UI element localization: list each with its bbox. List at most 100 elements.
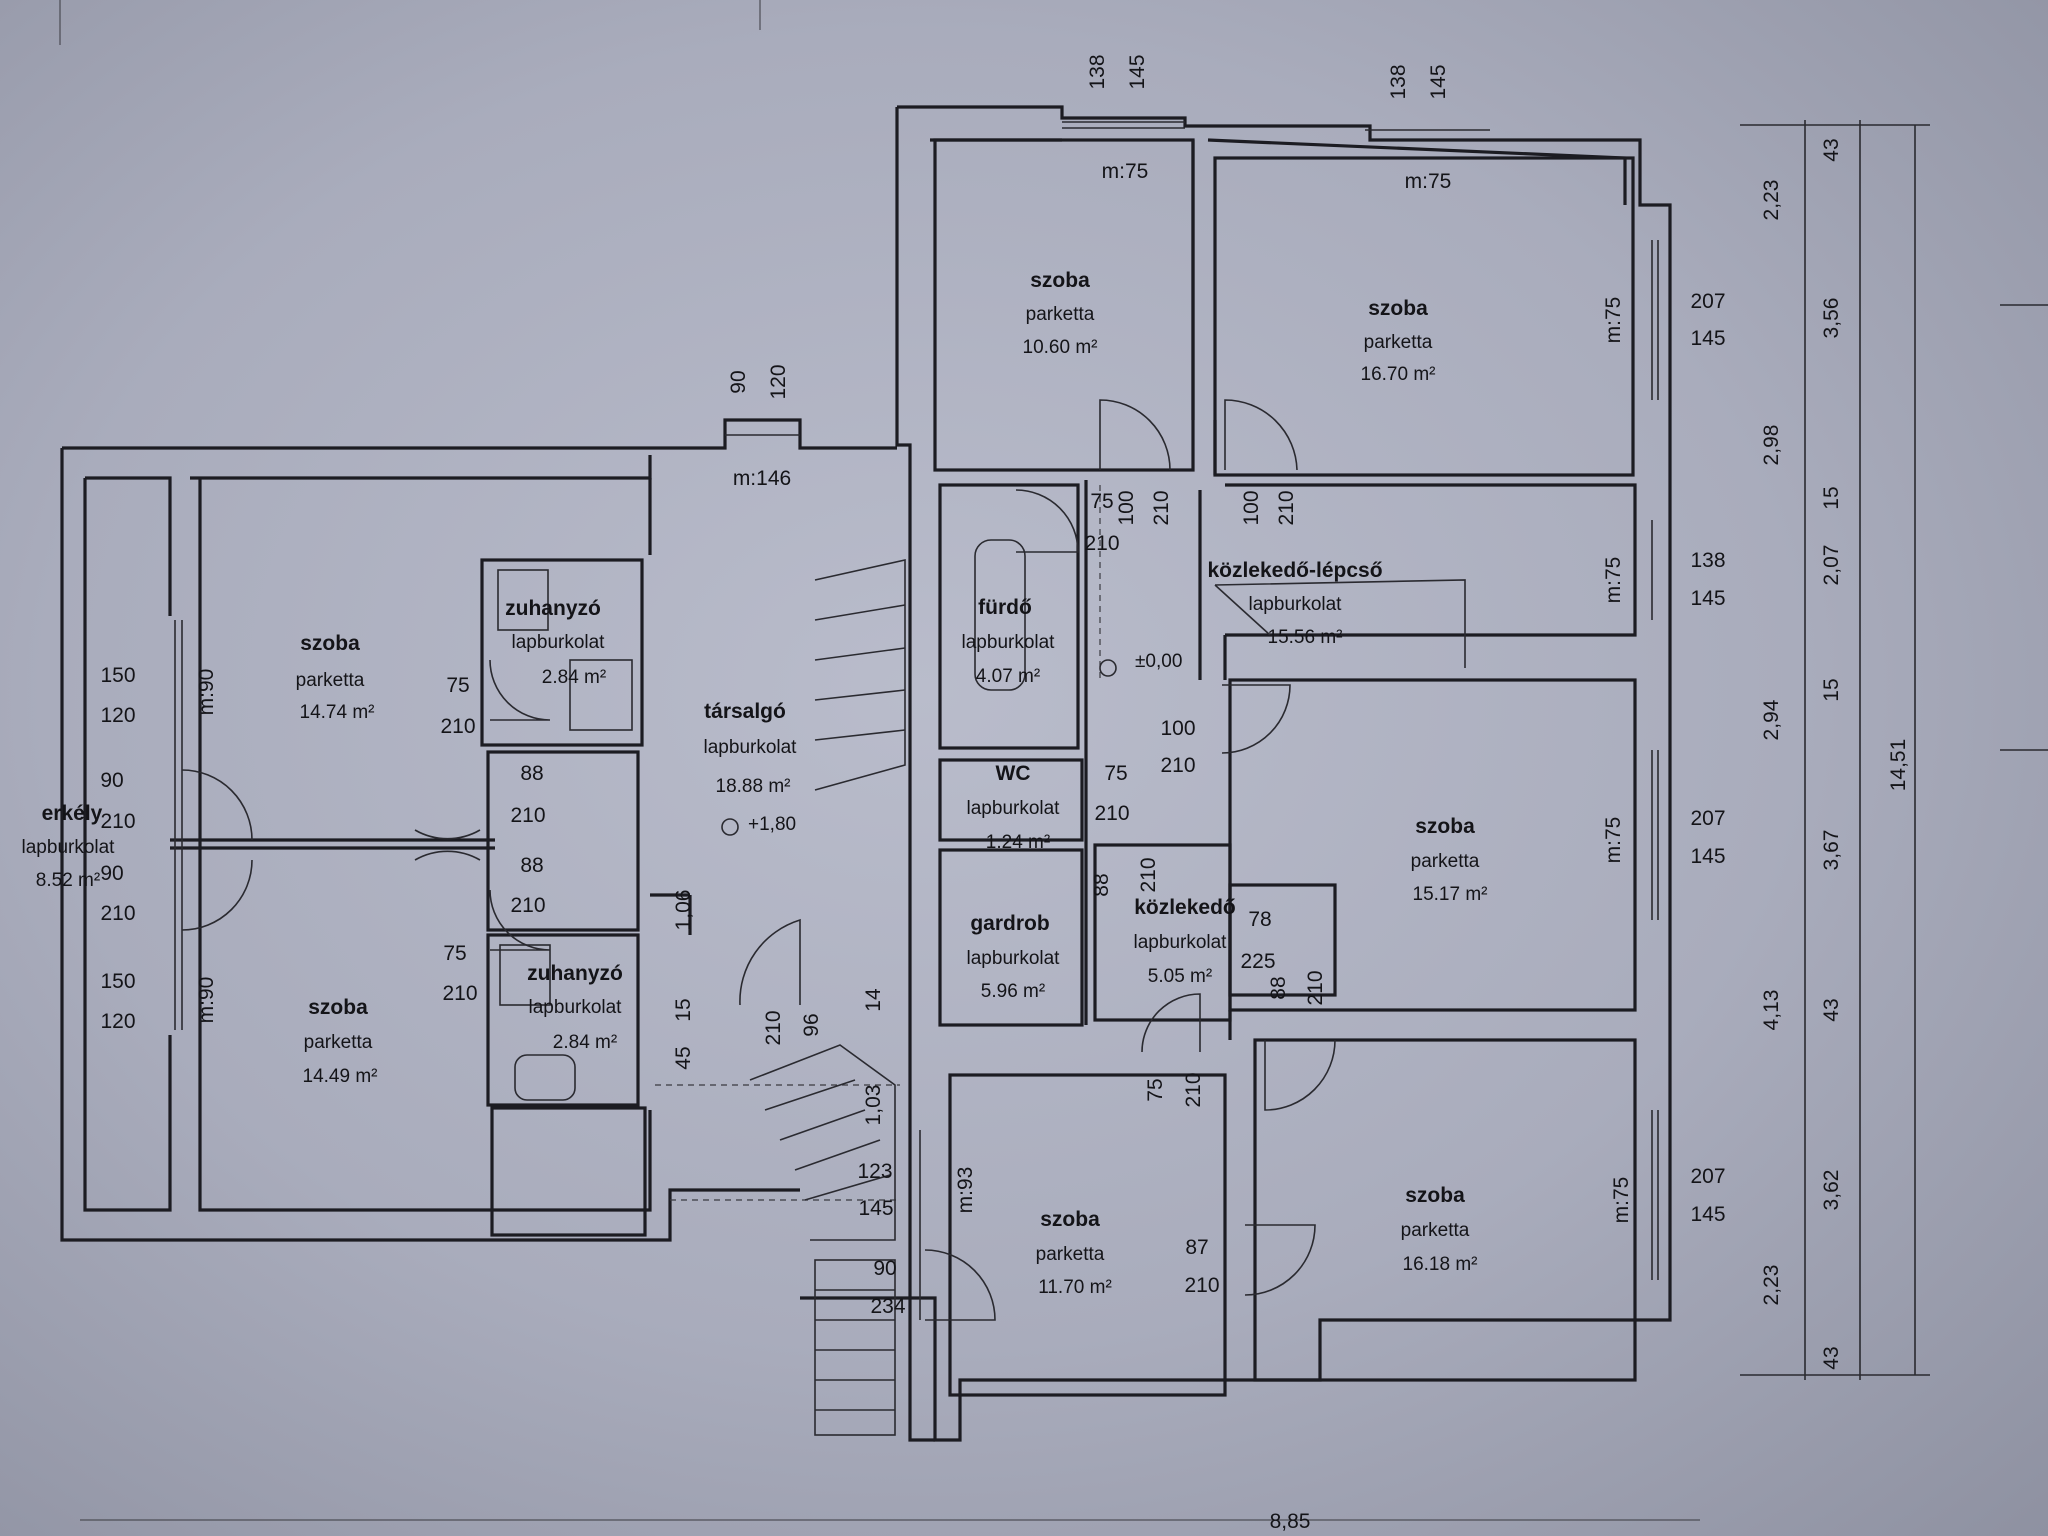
fixtures bbox=[497, 539, 1117, 1101]
room-floor: lapburkolat bbox=[704, 737, 798, 758]
dim-text: m:75 bbox=[1610, 1177, 1633, 1224]
dim-text: 138 bbox=[1086, 54, 1109, 89]
dim-text: m:75 bbox=[1405, 170, 1452, 193]
dim-text: 150 bbox=[100, 970, 135, 993]
dim-text: 2,94 bbox=[1760, 699, 1783, 740]
dim-text: 2,98 bbox=[1760, 425, 1783, 466]
dim-text: 75 bbox=[1144, 1078, 1167, 1101]
room-area: 10.60 m² bbox=[1023, 337, 1098, 358]
dim-text: 88 bbox=[1090, 873, 1113, 896]
room-name: társalgó bbox=[704, 700, 786, 723]
room-floor: parketta bbox=[1364, 332, 1433, 353]
room-area: 5.05 m² bbox=[1148, 966, 1212, 987]
dim-text: 87 bbox=[1185, 1236, 1208, 1259]
dim-text: 3,62 bbox=[1820, 1170, 1843, 1211]
dim-text: m:75 bbox=[1602, 817, 1625, 864]
stairs bbox=[749, 559, 1466, 1436]
dim-text: 45 bbox=[672, 1046, 695, 1069]
dim-text: 138 bbox=[1387, 64, 1410, 99]
dim-text: 120 bbox=[100, 704, 135, 727]
room-floor: parketta bbox=[304, 1032, 373, 1053]
dim-text: m:146 bbox=[733, 467, 791, 490]
dim-text: m:75 bbox=[1602, 297, 1625, 344]
dim-text: 1,06 bbox=[672, 890, 695, 931]
room-name: szoba bbox=[300, 632, 360, 655]
dim-text: 2,23 bbox=[1760, 180, 1783, 221]
room-labels: szoba parketta 10.60 m² szoba parketta 1… bbox=[22, 269, 1488, 1298]
room-name: zuhanyzó bbox=[505, 597, 601, 620]
dim-text: 210 bbox=[442, 982, 477, 1005]
dim-text: 15 bbox=[1820, 486, 1843, 509]
dim-text: 75 bbox=[446, 674, 469, 697]
room-floor: lapburkolat bbox=[967, 798, 1061, 819]
dim-text: 78 bbox=[1248, 908, 1271, 931]
dim-text: 145 bbox=[1690, 327, 1725, 350]
opening-dimensions: 138 145 138 145 m:75 m:75 90 120 m:146 2… bbox=[100, 54, 1725, 1318]
dimension-chain-right bbox=[1740, 120, 1930, 1380]
overall-dimensions: 2,23 3,56 2,98 2,07 2,94 3,67 4,13 3,62 … bbox=[1270, 138, 1910, 1533]
room-name: szoba bbox=[1415, 815, 1475, 838]
dim-text: 88 bbox=[1267, 976, 1290, 999]
room-area: 11.70 m² bbox=[1038, 1277, 1112, 1298]
dim-text: 210 bbox=[100, 902, 135, 925]
dim-text: 2,23 bbox=[1760, 1265, 1783, 1306]
room-name: zuhanyzó bbox=[527, 962, 623, 985]
dim-text: 210 bbox=[510, 894, 545, 917]
dim-text: 225 bbox=[1240, 950, 1275, 973]
room-name: szoba bbox=[1368, 297, 1428, 320]
dim-text: 145 bbox=[858, 1197, 893, 1220]
dim-text: 207 bbox=[1690, 807, 1725, 830]
dim-text: m:90 bbox=[195, 669, 218, 716]
dim-text: 15 bbox=[672, 998, 695, 1021]
dim-text: 210 bbox=[1275, 490, 1298, 525]
dim-text: 207 bbox=[1690, 1165, 1725, 1188]
dim-text: m:75 bbox=[1102, 160, 1149, 183]
dim-text: 90 bbox=[100, 862, 123, 885]
room-area: 2.84 m² bbox=[553, 1032, 617, 1053]
room-floor: lapburkolat bbox=[512, 632, 606, 653]
room-area: 18.88 m² bbox=[716, 776, 791, 797]
room-floor: lapburkolat bbox=[529, 997, 623, 1018]
dim-text: 145 bbox=[1690, 1203, 1725, 1226]
dim-text: 88 bbox=[520, 854, 543, 877]
dim-text: 100 bbox=[1240, 490, 1263, 525]
dim-text: 145 bbox=[1690, 587, 1725, 610]
room-floor: lapburkolat bbox=[962, 632, 1056, 653]
dim-text: 210 bbox=[1160, 754, 1195, 777]
room-floor: parketta bbox=[1026, 304, 1095, 325]
interior-walls bbox=[170, 138, 1637, 1397]
dim-text: 3,56 bbox=[1820, 298, 1843, 339]
dim-text: 210 bbox=[1150, 490, 1173, 525]
dim-text: 3,67 bbox=[1820, 830, 1843, 871]
room-name: közlekedő bbox=[1134, 896, 1236, 919]
room-area: 15.56 m² bbox=[1268, 627, 1343, 648]
room-name: szoba bbox=[1030, 269, 1090, 292]
room-name: fürdő bbox=[978, 596, 1032, 619]
dim-text: m:75 bbox=[1602, 557, 1625, 604]
dim-text: 234 bbox=[870, 1295, 905, 1318]
dim-text: 100 bbox=[1160, 717, 1195, 740]
level-marks: ±0,00 +1,80 bbox=[748, 651, 1182, 835]
dim-text: 123 bbox=[857, 1160, 892, 1183]
room-floor: lapburkolat bbox=[1249, 594, 1343, 615]
dim-text: 210 bbox=[762, 1010, 785, 1045]
door-swings bbox=[181, 399, 1336, 1321]
dim-text: 145 bbox=[1126, 54, 1149, 89]
dim-text: 96 bbox=[800, 1013, 823, 1036]
dim-text: 210 bbox=[1094, 802, 1129, 825]
room-name: WC bbox=[996, 762, 1031, 785]
room-area: 5.96 m² bbox=[981, 981, 1045, 1002]
dim-text: 90 bbox=[100, 769, 123, 792]
dim-text: 43 bbox=[1820, 998, 1843, 1021]
dim-text: 210 bbox=[100, 810, 135, 833]
dim-text: 43 bbox=[1820, 1346, 1843, 1369]
room-area: 16.18 m² bbox=[1403, 1254, 1478, 1275]
room-floor: parketta bbox=[1401, 1220, 1470, 1241]
dim-text: 8,85 bbox=[1270, 1510, 1311, 1533]
dim-text: 14,51 bbox=[1887, 739, 1910, 792]
room-area: 16.70 m² bbox=[1361, 364, 1436, 385]
dim-text: 100 bbox=[1115, 490, 1138, 525]
dim-text: 210 bbox=[1084, 532, 1119, 555]
windows bbox=[174, 121, 1659, 1320]
